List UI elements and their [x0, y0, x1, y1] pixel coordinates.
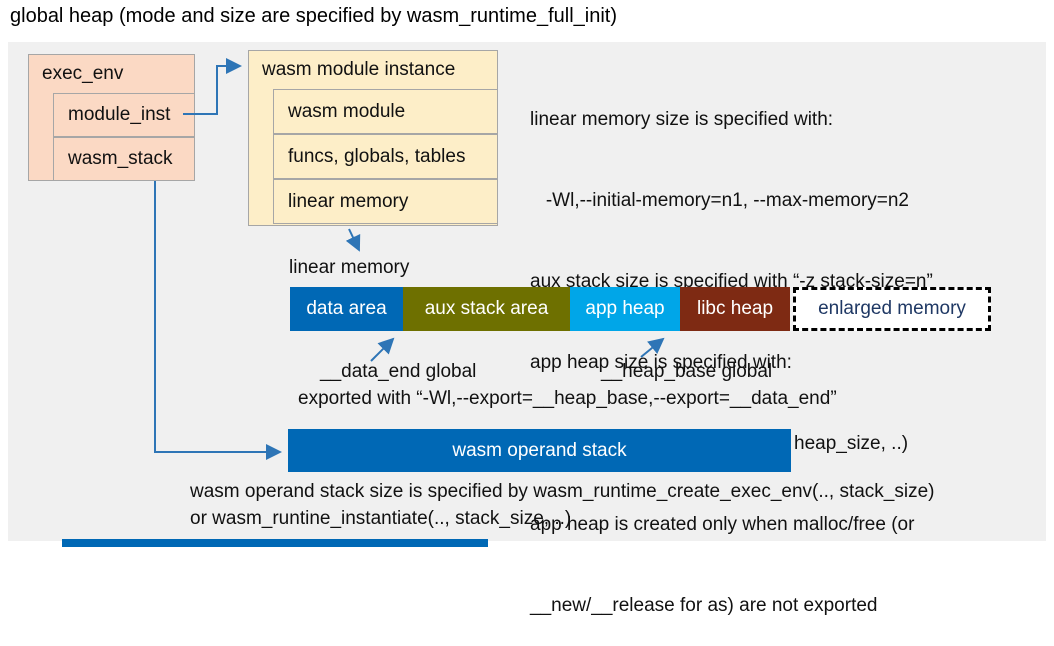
segment-data-area-label: data area — [306, 298, 387, 319]
note-line: aux stack size is specified with “-z sta… — [530, 271, 933, 292]
module-instance-title: wasm module instance — [262, 59, 456, 80]
data-end-global-label: __data_end global — [320, 361, 477, 382]
memory-size-notes: linear memory size is specified with: -W… — [530, 52, 933, 646]
module-inst-label: module_inst — [68, 104, 171, 125]
linear-memory-field-label: linear memory — [288, 190, 409, 212]
segment-aux-stack-area-label: aux stack area — [424, 298, 549, 319]
wasm-stack-label: wasm_stack — [68, 148, 173, 169]
segment-aux-stack-area: aux stack area — [403, 287, 570, 331]
linear-memory-field: linear memory — [273, 179, 498, 224]
funcs-globals-tables-label: funcs, globals, tables — [288, 145, 466, 167]
wasm-module-label: wasm module — [288, 100, 406, 122]
note-line: __new/__release for as) are not exported — [530, 595, 878, 616]
exec-env-title: exec_env — [42, 63, 124, 84]
funcs-globals-tables-field: funcs, globals, tables — [273, 134, 498, 179]
heap-base-global-label: __heap_base global — [601, 361, 773, 382]
note-line: app heap size is specified with: — [530, 352, 792, 373]
module-inst-field: module_inst — [53, 93, 195, 137]
wasm-module-field: wasm module — [273, 89, 498, 134]
linear-memory-bar-label: linear memory — [289, 257, 410, 278]
exported-with-label: exported with “-Wl,--export=__heap_base,… — [298, 388, 837, 409]
segment-app-heap-label: app heap — [585, 298, 665, 319]
segment-enlarged-memory-label: enlarged memory — [818, 298, 966, 319]
wasm-stack-field: wasm_stack — [53, 137, 195, 181]
segment-data-area: data area — [290, 287, 403, 331]
note-line: app heap is created only when malloc/fre… — [530, 514, 915, 535]
diagram-title: global heap (mode and size are specified… — [10, 5, 617, 27]
note-line: linear memory size is specified with: — [530, 109, 834, 130]
segment-enlarged-memory: enlarged memory — [793, 287, 991, 331]
note-line: -Wl,--initial-memory=n1, --max-memory=n2 — [530, 190, 909, 211]
operand-stack-note-line2: or wasm_runtine_instantiate(.., stack_si… — [190, 508, 572, 529]
segment-app-heap: app heap — [570, 287, 680, 331]
segment-libc-heap: libc heap — [680, 287, 790, 331]
operand-stack-note-line1: wasm operand stack size is specified by … — [190, 481, 935, 502]
wasm-operand-stack-label: wasm operand stack — [452, 439, 627, 461]
segment-libc-heap-label: libc heap — [696, 298, 774, 319]
wasm-operand-stack-bar: wasm operand stack — [288, 429, 791, 472]
bottom-accent-bar — [62, 539, 488, 547]
